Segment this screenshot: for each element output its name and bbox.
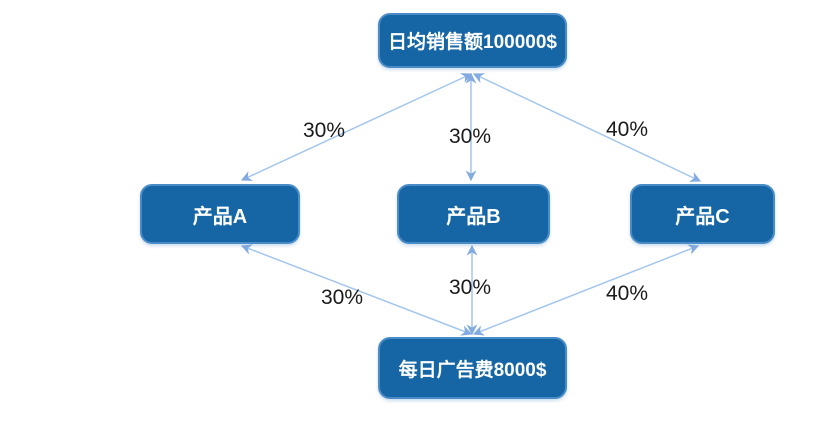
edge-top-product-a bbox=[240, 73, 473, 181]
node-daily-ad-cost-label: 每日广告费8000$ bbox=[398, 359, 547, 381]
node-daily-ad-cost: 每日广告费8000$ bbox=[378, 337, 567, 399]
edge-bottom-product-c bbox=[472, 244, 700, 336]
node-product-b: 产品B bbox=[397, 184, 550, 244]
edge-label-bottom-product-b: 30% bbox=[448, 276, 492, 299]
edge-label-top-product-c: 40% bbox=[605, 118, 649, 141]
node-product-c: 产品C bbox=[630, 184, 775, 244]
edge-label-bottom-product-c: 40% bbox=[605, 282, 649, 305]
node-product-b-label: 产品B bbox=[446, 205, 501, 228]
node-product-a-label: 产品A bbox=[192, 205, 248, 228]
edge-label-top-product-b: 30% bbox=[448, 125, 492, 148]
edge-label-top-product-a: 30% bbox=[302, 119, 346, 142]
node-daily-sales: 日均销售额100000$ bbox=[378, 13, 567, 68]
edge-top-product-c bbox=[472, 73, 702, 182]
node-product-a: 产品A bbox=[140, 184, 300, 244]
edge-label-bottom-product-a: 30% bbox=[320, 286, 364, 309]
node-product-c-label: 产品C bbox=[675, 205, 730, 228]
node-daily-sales-label: 日均销售额100000$ bbox=[388, 32, 557, 53]
